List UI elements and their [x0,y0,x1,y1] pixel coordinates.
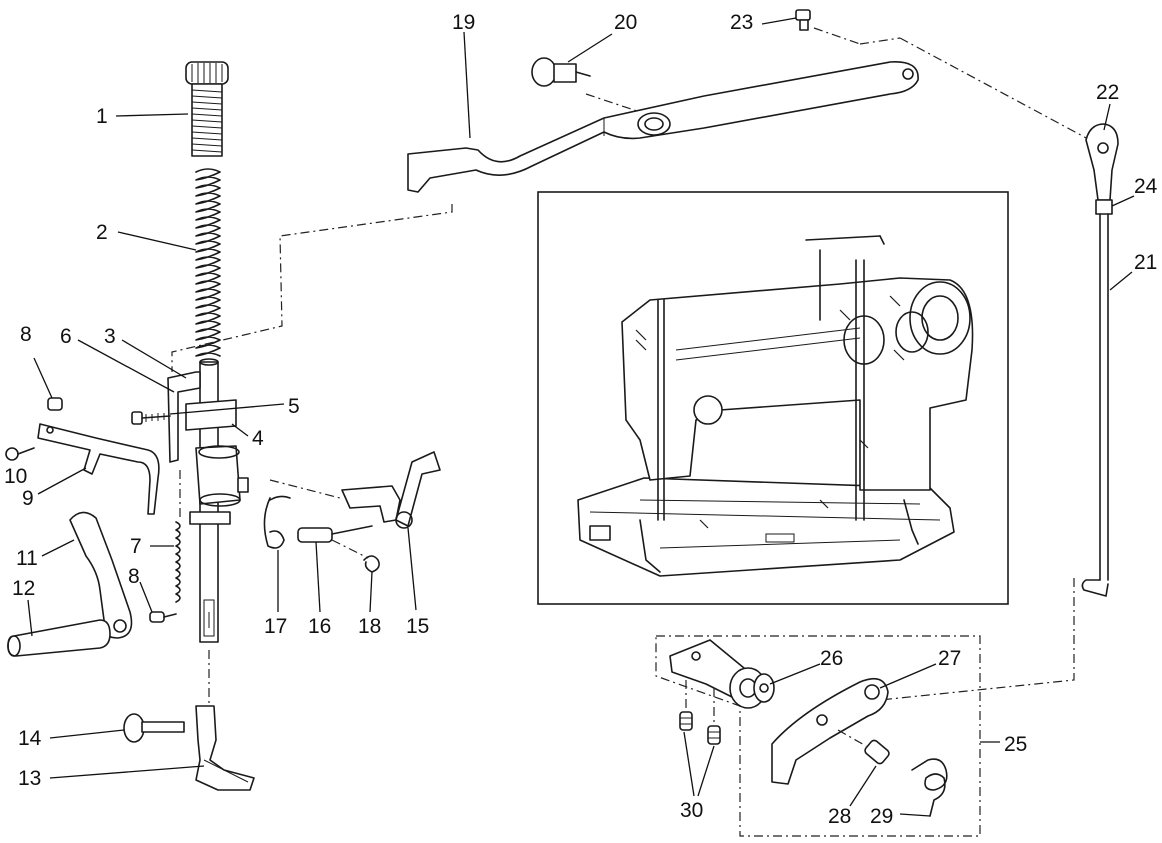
callout-10: 10 [4,465,28,488]
part-guide-bracket [167,371,249,525]
callout-11: 11 [16,547,38,570]
part-stud [297,525,373,543]
callout-9: 9 [22,487,34,510]
callout-6: 6 [60,325,72,348]
part-spring-29 [911,758,948,817]
callout-24: 24 [1134,175,1158,198]
callout-16: 16 [308,615,332,638]
callout-8-lower: 8 [128,565,140,588]
callout-12: 12 [12,577,36,600]
callout-25: 25 [1004,733,1028,756]
part-lifter-lever [69,511,133,639]
callout-29: 29 [870,805,894,828]
part-adjusting-screw [185,61,229,157]
callout-18: 18 [358,615,382,638]
part-bracket-screw [131,411,171,425]
callout-19: 19 [452,11,476,34]
callout-26: 26 [820,647,844,670]
callout-5: 5 [288,395,300,418]
callout-7: 7 [130,535,142,558]
callout-14: 14 [18,727,42,750]
part-presser-spring [195,168,221,357]
group-25-outline [655,635,1000,837]
callout-17: 17 [264,615,288,638]
part-presser-foot [195,650,255,791]
callout-23: 23 [730,11,754,34]
callout-20: 20 [614,11,638,34]
callout-27: 27 [938,647,962,670]
callout-2: 2 [96,221,108,244]
callout-22: 22 [1096,81,1120,104]
part-crank-27 [771,677,889,785]
part-bracket-26 [669,639,775,709]
part-thumb-screw [123,713,185,743]
part-connecting-rod [1081,123,1119,597]
callout-30: 30 [680,799,704,822]
part-screws-30 [679,680,721,745]
inset-machine-overview [537,191,1009,605]
part-hinge-screw [795,9,811,31]
callout-28: 28 [828,805,852,828]
part-retaining-ring [363,555,380,573]
part-lever-arm [407,61,919,193]
part-lifter-pin [7,619,111,657]
part-shoulder-screw [531,57,591,87]
callout-15: 15 [406,615,430,638]
callout-3: 3 [104,325,116,348]
callout-8-upper: 8 [20,323,32,346]
callout-4: 4 [252,427,264,450]
part-small-screw-upper [47,397,63,411]
callout-21: 21 [1134,251,1158,274]
part-lifting-lever [37,423,160,515]
part-crank-lever [341,451,441,529]
part-pin-28 [837,729,890,765]
leader-lines [27,17,1135,817]
callout-13: 13 [18,767,42,790]
part-small-screw-lower [149,611,177,623]
part-torsion-spring [263,495,291,549]
callout-1: 1 [96,105,108,128]
part-small-screw-lever [5,447,35,461]
part-small-spring [175,470,181,603]
